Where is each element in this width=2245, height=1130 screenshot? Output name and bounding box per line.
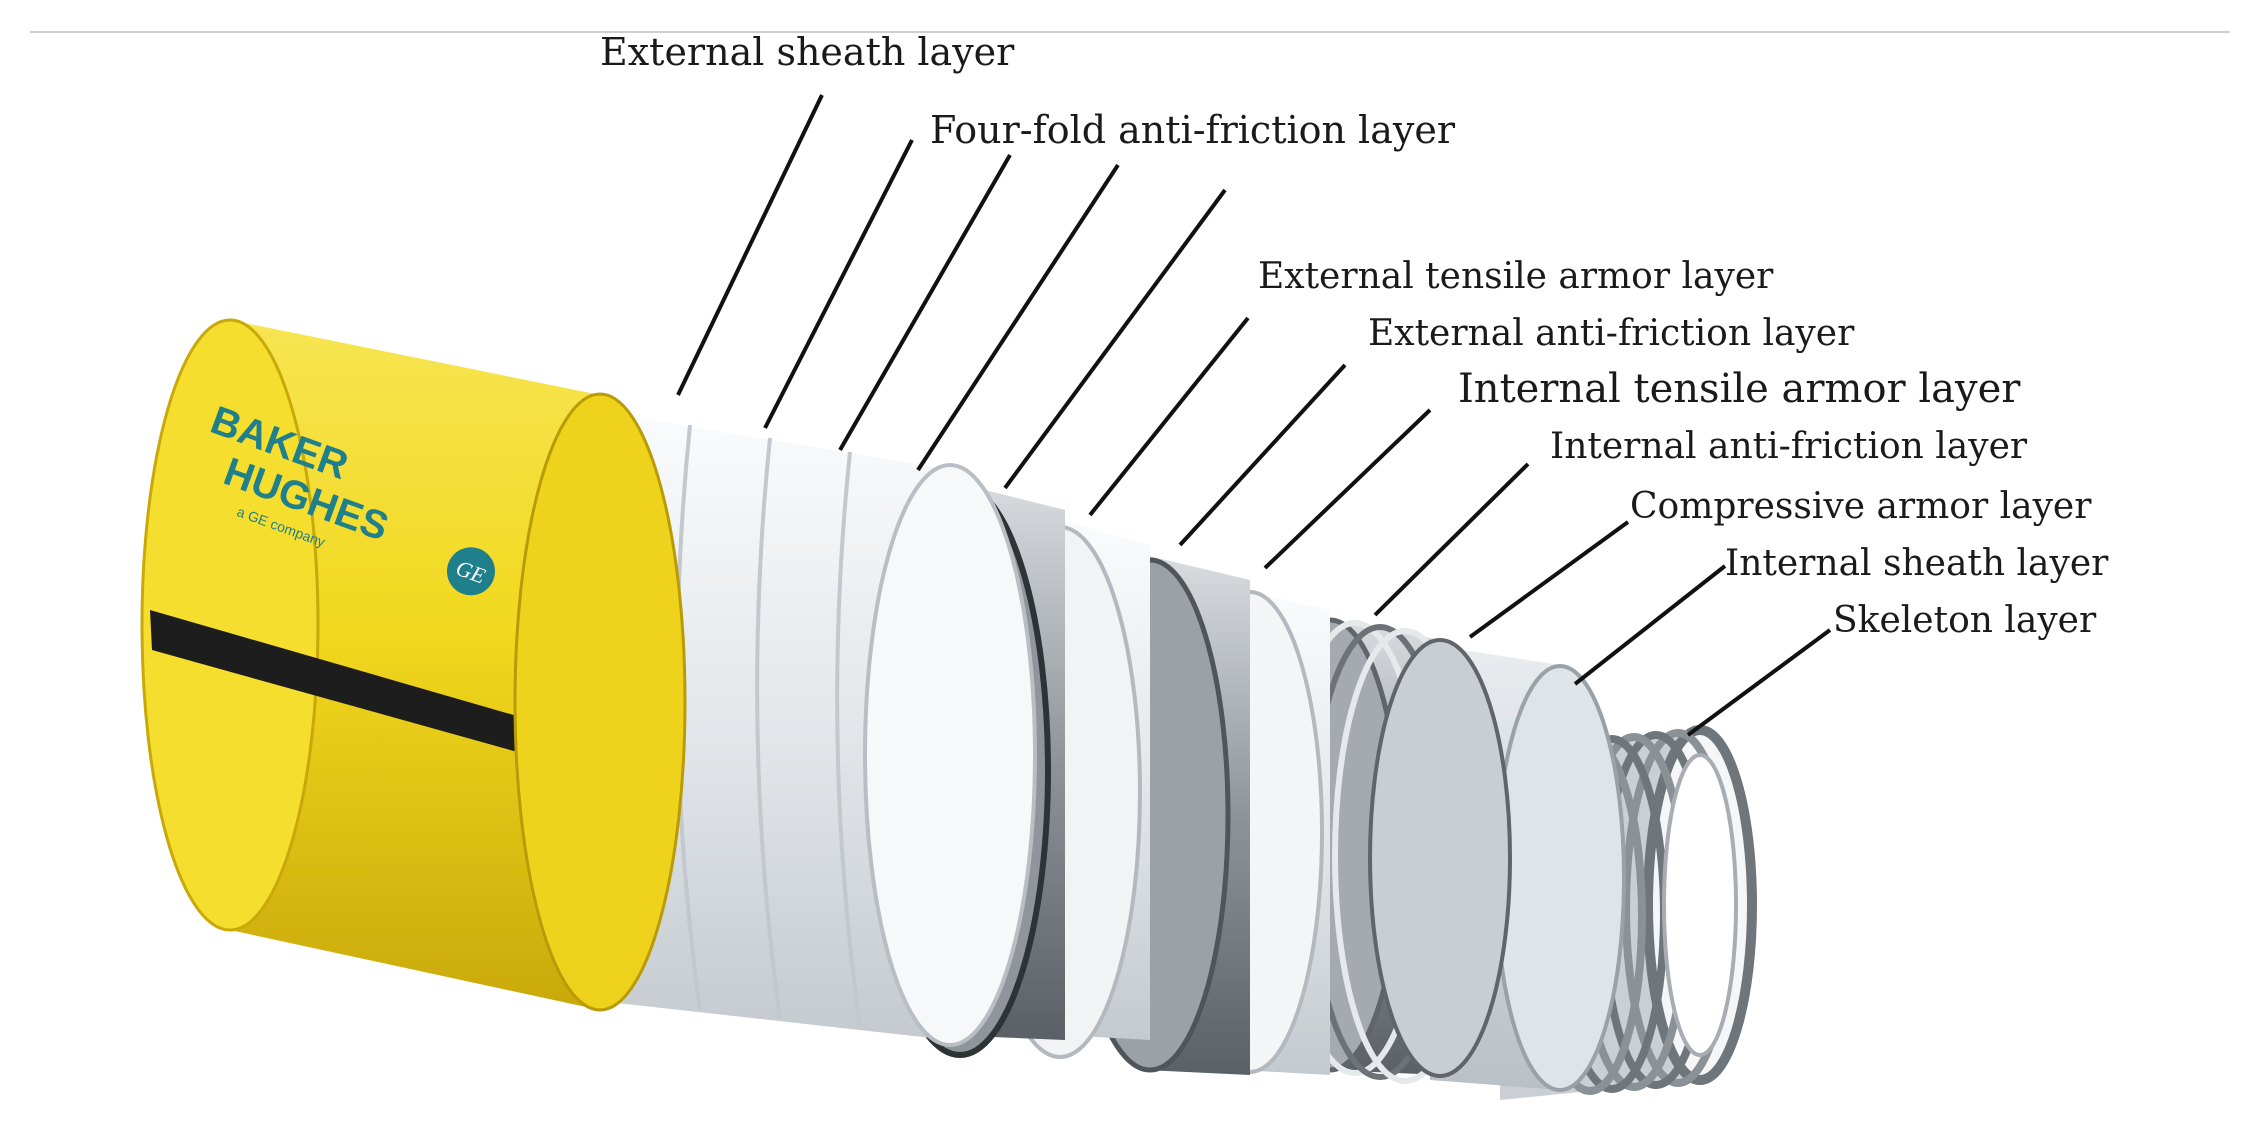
leader-internal-sheath xyxy=(1573,564,1727,686)
ge-mark-icon xyxy=(446,547,495,596)
label-external-anti-friction: External anti-friction layer xyxy=(1368,313,1855,354)
leader-external-tensile xyxy=(1088,316,1250,517)
label-internal-tensile-armor: Internal tensile armor layer xyxy=(1458,366,2021,412)
leader-internal-anti-friction xyxy=(1373,462,1530,617)
leader-four-fold-1 xyxy=(763,139,914,429)
leader-four-fold-4 xyxy=(1003,188,1227,490)
leader-external-sheath xyxy=(676,94,824,396)
label-skeleton: Skeleton layer xyxy=(1833,600,2097,641)
leader-four-fold-2 xyxy=(838,154,1012,451)
pipe-illustration: BAKER HUGHES a GE company GE xyxy=(140,318,1757,1100)
label-internal-anti-friction: Internal anti-friction layer xyxy=(1550,426,2028,467)
external-sheath-layer xyxy=(140,318,687,1012)
leader-external-anti-friction xyxy=(1178,363,1347,547)
leader-internal-tensile xyxy=(1263,408,1432,570)
label-four-fold-anti-friction: Four-fold anti-friction layer xyxy=(930,108,1456,152)
leader-compressive-armor xyxy=(1468,520,1630,639)
label-external-sheath: External sheath layer xyxy=(600,30,1015,74)
label-internal-sheath: Internal sheath layer xyxy=(1725,543,2109,584)
label-compressive-armor: Compressive armor layer xyxy=(1630,486,2092,527)
leader-lines xyxy=(676,94,1832,737)
leader-four-fold-3 xyxy=(916,163,1120,472)
label-external-tensile-armor: External tensile armor layer xyxy=(1258,256,1774,297)
labels: External sheath layer Four-fold anti-fri… xyxy=(600,30,2109,641)
leader-skeleton xyxy=(1686,628,1832,737)
